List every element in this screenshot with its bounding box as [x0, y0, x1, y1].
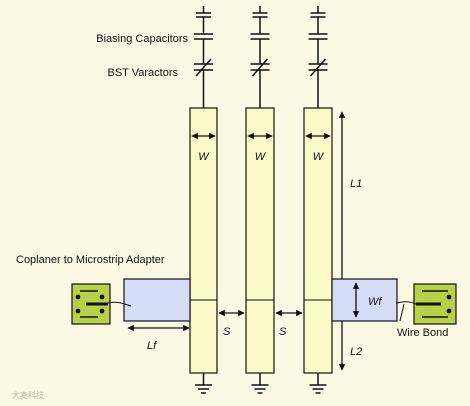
bst-varactors-label: BST Varactors	[107, 67, 178, 79]
watermark-text: 大麦科技	[12, 390, 44, 400]
ground-symbol-3	[309, 373, 327, 394]
biasing-capacitors-label: Biasing Capacitors	[96, 33, 188, 45]
width-label-1: W	[198, 151, 210, 163]
spacing-label-2: S	[279, 326, 287, 338]
wire-bond-label: Wire Bond	[397, 327, 448, 339]
bias-network-2	[250, 6, 270, 108]
strip-line-3	[303, 107, 333, 374]
feed-width-label: Wf	[368, 296, 382, 308]
wire-bond-pointer	[399, 303, 405, 322]
bias-network-3	[308, 6, 328, 108]
wire-bond-right	[395, 301, 417, 305]
spacing-label-1: S	[223, 326, 231, 338]
ground-symbol-2	[251, 373, 269, 394]
feed-line-left	[123, 278, 191, 322]
width-label-3: W	[313, 151, 325, 163]
strip-line-2	[245, 107, 275, 374]
coplanar-adapter-left	[71, 283, 111, 325]
wire-bond-left	[107, 301, 132, 307]
coplanar-adapter-right	[413, 283, 457, 325]
strip-line-1	[189, 107, 218, 374]
feed-length-label: Lf	[147, 340, 157, 352]
coplanar-adapter-label: Coplaner to Microstrip Adapter	[16, 254, 165, 266]
ground-symbol-1	[195, 373, 212, 394]
width-label-2: W	[255, 151, 267, 163]
length-l1-label: L1	[350, 178, 362, 190]
bias-network-1	[194, 6, 213, 108]
feed-line-right	[331, 278, 398, 322]
length-l2-label: L2	[350, 346, 362, 358]
